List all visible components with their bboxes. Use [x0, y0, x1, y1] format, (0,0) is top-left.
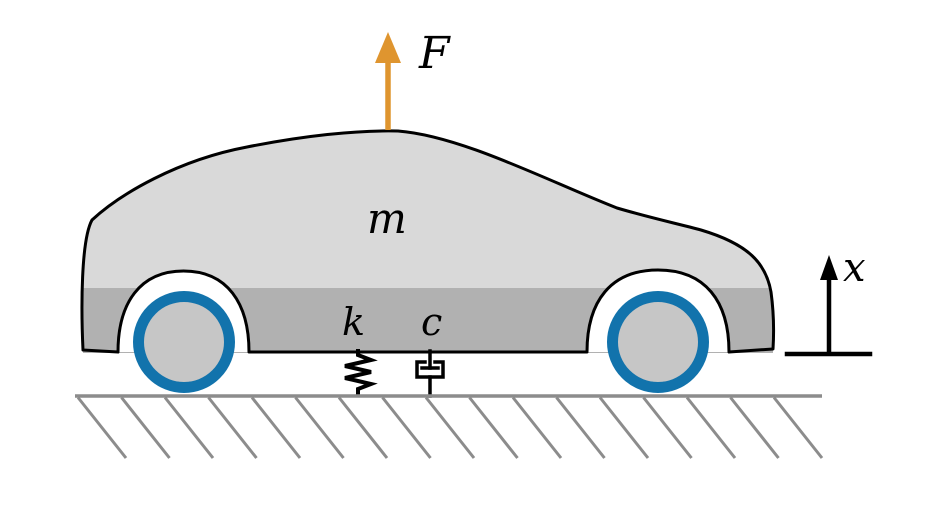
x-axis-label: x	[843, 245, 866, 291]
force-arrow-head	[375, 32, 401, 63]
mass-label: m	[367, 194, 407, 243]
spring-symbol	[344, 349, 378, 397]
force-arrow	[375, 32, 401, 130]
damper-symbol	[415, 349, 445, 398]
ground-hatching	[76, 396, 824, 459]
front-wheel	[133, 291, 235, 393]
x-axis-arrow-head	[820, 255, 838, 280]
car-body-outline	[80, 129, 776, 354]
rear-wheel	[607, 291, 709, 393]
x-axis-indicator	[784, 255, 873, 357]
force-label: F	[418, 28, 451, 79]
damper-label: c	[421, 300, 442, 344]
spring-label: k	[342, 300, 365, 344]
